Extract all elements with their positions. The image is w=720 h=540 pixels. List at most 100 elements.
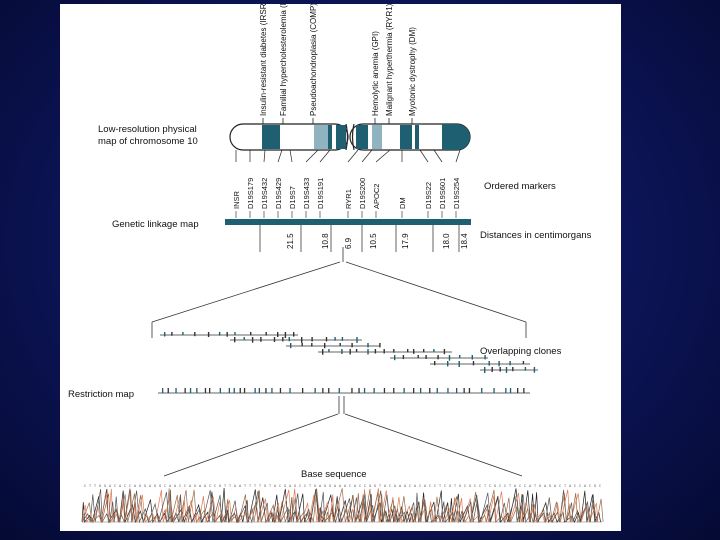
disease-label-comp: Pseudoachondroplasia (COMP) <box>309 4 318 116</box>
restriction-site <box>328 388 330 393</box>
restriction-site <box>351 388 353 393</box>
clone-marker <box>394 355 396 361</box>
clone-marker <box>423 349 425 353</box>
svg-text:C: C <box>429 485 431 489</box>
clone-marker <box>182 332 184 336</box>
svg-text:T: T <box>224 485 226 489</box>
disease-label-ldlr: Familial hypercholesterolemia (LDLR) <box>279 4 288 116</box>
clone-marker <box>325 337 328 342</box>
clone-marker <box>207 332 210 337</box>
svg-text:C: C <box>579 485 581 489</box>
zoom-funnel-sequence <box>163 396 523 477</box>
restriction-site <box>209 388 211 393</box>
restriction-site <box>254 388 256 393</box>
svg-text:C: C <box>479 485 481 489</box>
clone-marker <box>417 355 419 359</box>
svg-text:A: A <box>354 485 357 489</box>
svg-text:C: C <box>299 485 301 489</box>
chromatogram-trace <box>81 488 596 524</box>
disease-label-insr: Insulin-resistant diabetes (IRSR) <box>259 4 268 116</box>
svg-text:A: A <box>569 485 572 489</box>
svg-text:G: G <box>159 485 161 489</box>
svg-text:G: G <box>539 485 541 489</box>
marker-connector-lines <box>235 149 461 163</box>
distance-value: 18.0 <box>442 233 451 249</box>
distance-value: 10.5 <box>369 233 378 249</box>
svg-text:C: C <box>464 485 466 489</box>
svg-text:C: C <box>129 485 131 489</box>
svg-text:C: C <box>279 485 281 489</box>
svg-text:A: A <box>404 485 407 489</box>
restriction-site <box>447 388 449 393</box>
restriction-site <box>189 388 192 393</box>
chromosome-10 <box>229 123 471 151</box>
restriction-site <box>403 388 405 393</box>
restriction-site <box>289 388 291 393</box>
distance-value: 10.8 <box>321 233 330 249</box>
svg-text:G: G <box>99 485 101 489</box>
svg-text:G: G <box>324 485 326 489</box>
restriction-site <box>505 388 507 393</box>
svg-text:G: G <box>374 485 376 489</box>
restriction-map-label: Restriction map <box>68 389 134 400</box>
zoom-funnel-clones <box>151 247 527 338</box>
restriction-site <box>271 388 273 393</box>
svg-text:T: T <box>439 485 441 489</box>
clone-marker <box>425 355 427 359</box>
clone-marker <box>251 337 254 343</box>
chromatogram-trace <box>81 488 599 524</box>
restriction-site <box>420 388 422 393</box>
svg-text:A: A <box>334 485 337 489</box>
physical-map-label-line2: map of chromosome 10 <box>98 136 198 147</box>
svg-text:T: T <box>249 485 251 489</box>
svg-text:G: G <box>469 485 471 489</box>
marker-label: D19S200 <box>358 178 367 209</box>
restriction-site <box>184 388 186 393</box>
restriction-site <box>468 388 471 393</box>
svg-text:G: G <box>594 485 596 489</box>
svg-text:C: C <box>164 485 166 489</box>
restriction-site <box>363 388 366 393</box>
restriction-site <box>258 388 260 393</box>
clone-marker <box>284 332 287 338</box>
marker-label: APOC2 <box>372 184 381 209</box>
clone-marker <box>374 349 377 354</box>
restriction-site <box>219 388 221 393</box>
restriction-site <box>373 388 375 393</box>
clone-marker <box>226 332 228 337</box>
svg-text:C: C <box>349 485 351 489</box>
svg-text:T: T <box>534 485 536 489</box>
restriction-site <box>523 388 525 393</box>
distance-value: 18.4 <box>460 233 469 249</box>
restriction-site <box>204 388 207 393</box>
clone-marker <box>413 349 415 354</box>
svg-text:G: G <box>284 485 286 489</box>
svg-text:T: T <box>309 485 311 489</box>
svg-text:A: A <box>204 485 207 489</box>
svg-text:A: A <box>414 485 417 489</box>
svg-text:C: C <box>409 485 411 489</box>
clone-marker <box>324 343 326 349</box>
restriction-site <box>463 388 465 393</box>
marker-label: D19S7 <box>288 186 297 209</box>
restriction-sites <box>162 388 525 393</box>
clone-marker <box>341 349 343 354</box>
slide-panel: Insulin-resistant diabetes (IRSR) Famili… <box>60 4 621 531</box>
restriction-site <box>481 388 483 393</box>
clone-marker <box>448 355 451 361</box>
clone-marker <box>282 337 284 342</box>
svg-text:T: T <box>484 485 486 489</box>
clone-marker <box>512 367 514 372</box>
restriction-site <box>413 388 415 393</box>
svg-text:C: C <box>179 485 181 489</box>
clone-marker <box>488 361 490 366</box>
svg-text:G: G <box>154 485 156 489</box>
clone-marker <box>293 332 295 337</box>
restriction-site <box>167 388 169 393</box>
svg-text:C: C <box>474 485 476 489</box>
svg-text:A: A <box>239 485 242 489</box>
marker-label: D19S433 <box>302 178 311 209</box>
svg-text:C: C <box>524 485 526 489</box>
clone-marker <box>484 355 486 360</box>
